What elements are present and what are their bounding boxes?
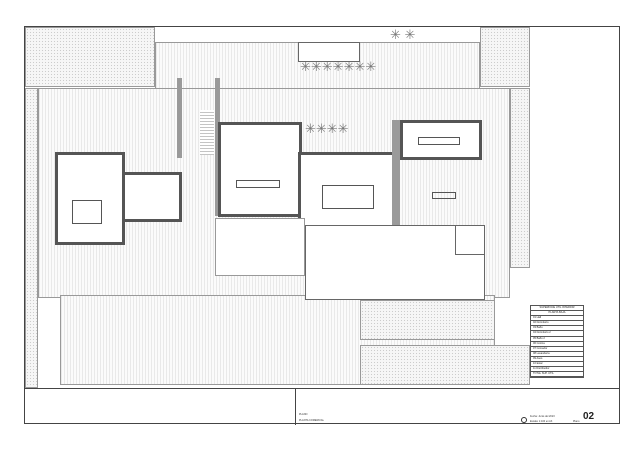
north-arrow-icon <box>521 417 527 423</box>
living-room <box>298 152 396 228</box>
title-block-divider <box>295 389 296 425</box>
dining-table <box>418 137 460 145</box>
garden-left <box>25 88 38 388</box>
outdoor-patio <box>215 218 305 276</box>
palm-trees-patio: ✳✳✳✳ <box>305 121 349 136</box>
title-block: PLANO PLANTA COMERCIAL Fecha: Junio del … <box>24 388 620 425</box>
bed <box>72 200 102 224</box>
area-total: TOTAL SUP. ÚTIL <box>531 372 583 378</box>
area-row: 01 Hall <box>531 316 583 322</box>
area-row: 09 Aseo <box>531 357 583 363</box>
area-table-title: SUPERFICIE ÚTIL INTERIOR <box>531 306 583 312</box>
area-row: 02 Dormitorio <box>531 321 583 327</box>
date: Fecha: Junio del 2023 <box>530 415 555 418</box>
garden-bottom-2 <box>360 345 530 385</box>
area-row: 08 Lavandería <box>531 352 583 357</box>
area-table: SUPERFICIE ÚTIL INTERIOR PLANTA BAJA 01 … <box>530 305 584 379</box>
kitchen-island <box>236 180 280 188</box>
staircase <box>200 110 214 155</box>
pergola <box>298 42 360 62</box>
sofa-set <box>322 185 374 209</box>
area-row: 11 Distribuidor <box>531 367 583 373</box>
palm-trees-top-2: ✳ ✳ <box>390 27 416 42</box>
pool-step <box>455 225 485 255</box>
stair-wall-right <box>215 78 220 216</box>
plan-name: PLANTA COMERCIAL <box>299 419 324 422</box>
dining-room <box>400 120 482 160</box>
garden-right <box>510 88 530 268</box>
palm-trees-top: ✳✳✳✳✳✳✳ <box>300 59 377 74</box>
garden-top-left <box>25 27 155 87</box>
area-row: 10 Estar <box>531 362 583 368</box>
area-row: 04 Dormitorio 2 <box>531 331 583 337</box>
area-table-subtitle: PLANTA BAJA <box>531 311 583 317</box>
plan-label: PLANO <box>299 413 308 416</box>
outdoor-table <box>432 192 456 199</box>
plan-number: 02 <box>583 411 595 422</box>
dining-wall <box>392 120 400 226</box>
scale: Escala: 1:100 en A3 <box>530 420 553 423</box>
garden-bottom <box>360 300 495 340</box>
pool <box>305 225 485 300</box>
bedroom-wing <box>55 152 125 245</box>
garden-top-right <box>480 27 530 87</box>
area-row: 05 Baño 2 <box>531 337 583 342</box>
kitchen <box>218 122 302 217</box>
stair-wall-left <box>177 78 182 158</box>
area-row: 03 Baño <box>531 326 583 332</box>
plan-number-label: Plano <box>573 420 580 423</box>
area-row: 06 Cocina <box>531 342 583 347</box>
area-row: 07 Comedor <box>531 347 583 352</box>
bedroom-2 <box>122 172 182 222</box>
